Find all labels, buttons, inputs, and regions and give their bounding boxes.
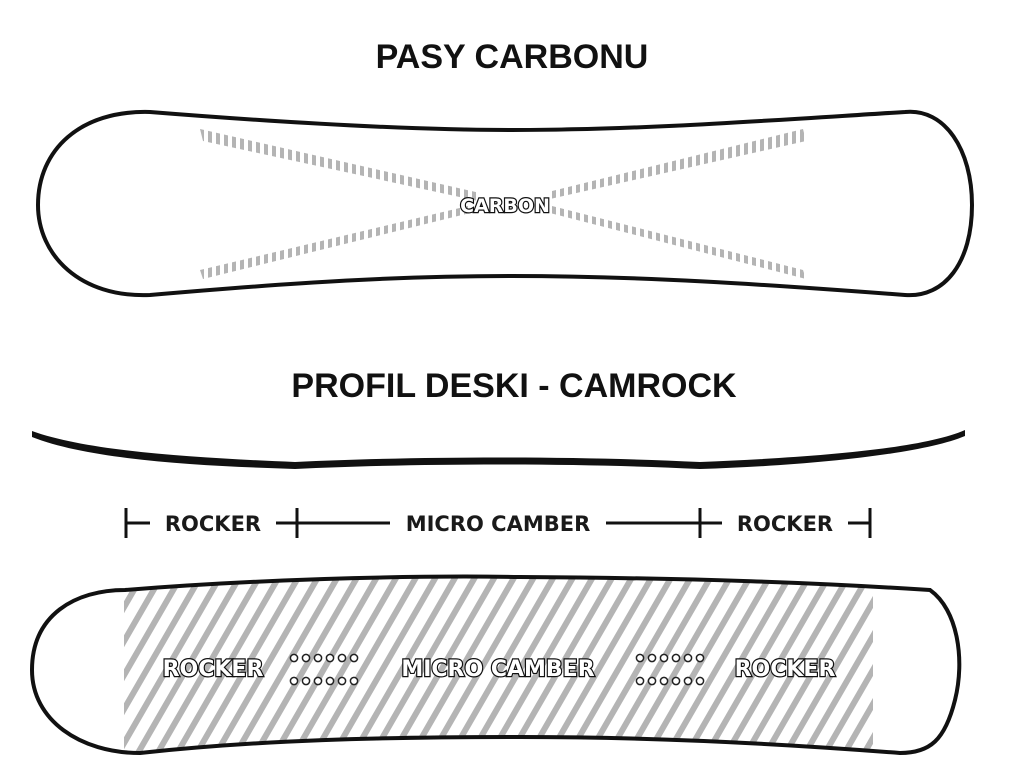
insert-dot xyxy=(635,653,645,663)
insert-dot xyxy=(289,676,299,686)
base-hatch-region xyxy=(124,576,873,753)
insert-dot xyxy=(349,676,359,686)
base-board-outline xyxy=(29,574,962,756)
profile-section-title: PROFIL DESKI - CAMROCK xyxy=(291,367,737,405)
carbon-section-title: PASY CARBONU xyxy=(376,38,649,76)
insert-dot xyxy=(325,676,335,686)
base-hatch xyxy=(124,576,873,753)
carbon-stripe-upper-right xyxy=(548,129,806,199)
insert-dot xyxy=(659,653,669,663)
carbon-stripes xyxy=(200,129,806,279)
carbon-stripe-lower-right xyxy=(550,206,806,279)
insert-dot xyxy=(659,676,669,686)
insert-dot xyxy=(313,653,323,663)
base-label-left: ROCKER xyxy=(163,657,264,682)
carbon-stripe-label: CARBON xyxy=(460,195,550,217)
insert-dot xyxy=(325,653,335,663)
insert-dot xyxy=(695,676,705,686)
base-label-center: MICRO CAMBER xyxy=(401,657,594,682)
insert-dot xyxy=(683,676,693,686)
insert-dot xyxy=(671,676,681,686)
insert-dot xyxy=(683,653,693,663)
insert-dot xyxy=(695,653,705,663)
insert-dot xyxy=(647,676,657,686)
binding-inserts-right xyxy=(635,653,705,686)
zone-label-left: ROCKER xyxy=(165,512,261,536)
insert-dot xyxy=(313,676,323,686)
binding-inserts-left xyxy=(289,653,359,686)
insert-dot xyxy=(301,653,311,663)
board-profile-side-view xyxy=(32,430,965,469)
insert-dot xyxy=(289,653,299,663)
insert-dot xyxy=(349,653,359,663)
insert-dot xyxy=(671,653,681,663)
carbon-stripe-upper-left xyxy=(200,129,480,201)
base-label-right: ROCKER xyxy=(735,657,836,682)
zone-label-right: ROCKER xyxy=(737,512,833,536)
insert-dot xyxy=(647,653,657,663)
insert-dot xyxy=(301,676,311,686)
carbon-board-outline xyxy=(35,109,975,298)
insert-dot xyxy=(337,653,347,663)
zone-dimension-line xyxy=(124,508,872,538)
insert-dot xyxy=(635,676,645,686)
carbon-stripe-lower-left xyxy=(200,206,470,279)
insert-dot xyxy=(337,676,347,686)
zone-label-center: MICRO CAMBER xyxy=(406,512,591,536)
